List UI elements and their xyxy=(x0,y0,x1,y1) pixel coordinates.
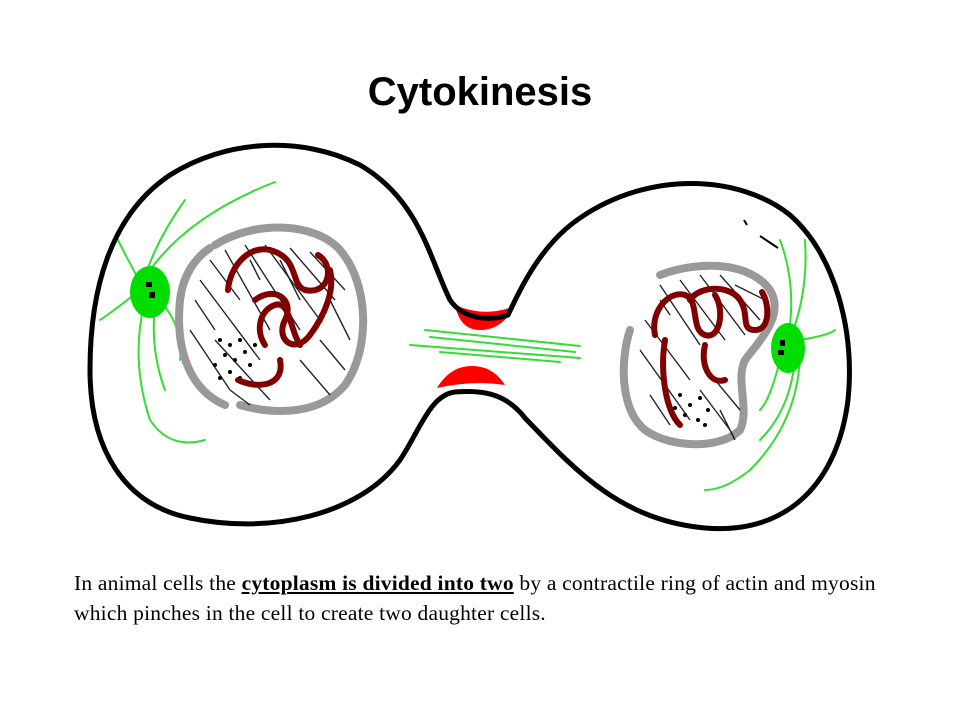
contractile-ring-bottom xyxy=(437,366,505,388)
spindle-fibers-right xyxy=(704,239,836,491)
caption: In animal cells the cytoplasm is divided… xyxy=(74,568,894,628)
chromatin-left xyxy=(189,244,351,406)
page-title: Cytokinesis xyxy=(367,70,593,114)
nuclear-envelope-left xyxy=(211,223,368,415)
nucleolus-dots-right xyxy=(673,393,710,427)
spindle-fibers-midzone xyxy=(409,329,581,363)
caption-text-after: by a contractile ring of actin and myosi… xyxy=(74,571,876,625)
nucleus-right xyxy=(619,261,779,449)
centrosome-right xyxy=(771,323,805,373)
chromosomes-left xyxy=(225,246,335,388)
stray-marks xyxy=(743,219,779,249)
cell-membrane xyxy=(87,142,852,532)
caption-text-before: In animal cells the xyxy=(74,571,242,595)
caption-emphasis: cytoplasm is divided into two xyxy=(241,571,514,595)
nucleus-left xyxy=(175,223,368,415)
chromosomes-right xyxy=(651,285,771,428)
nuclear-envelope-right xyxy=(619,261,779,449)
centrosome-left xyxy=(130,266,170,318)
nucleolus-dots-left xyxy=(213,338,257,380)
